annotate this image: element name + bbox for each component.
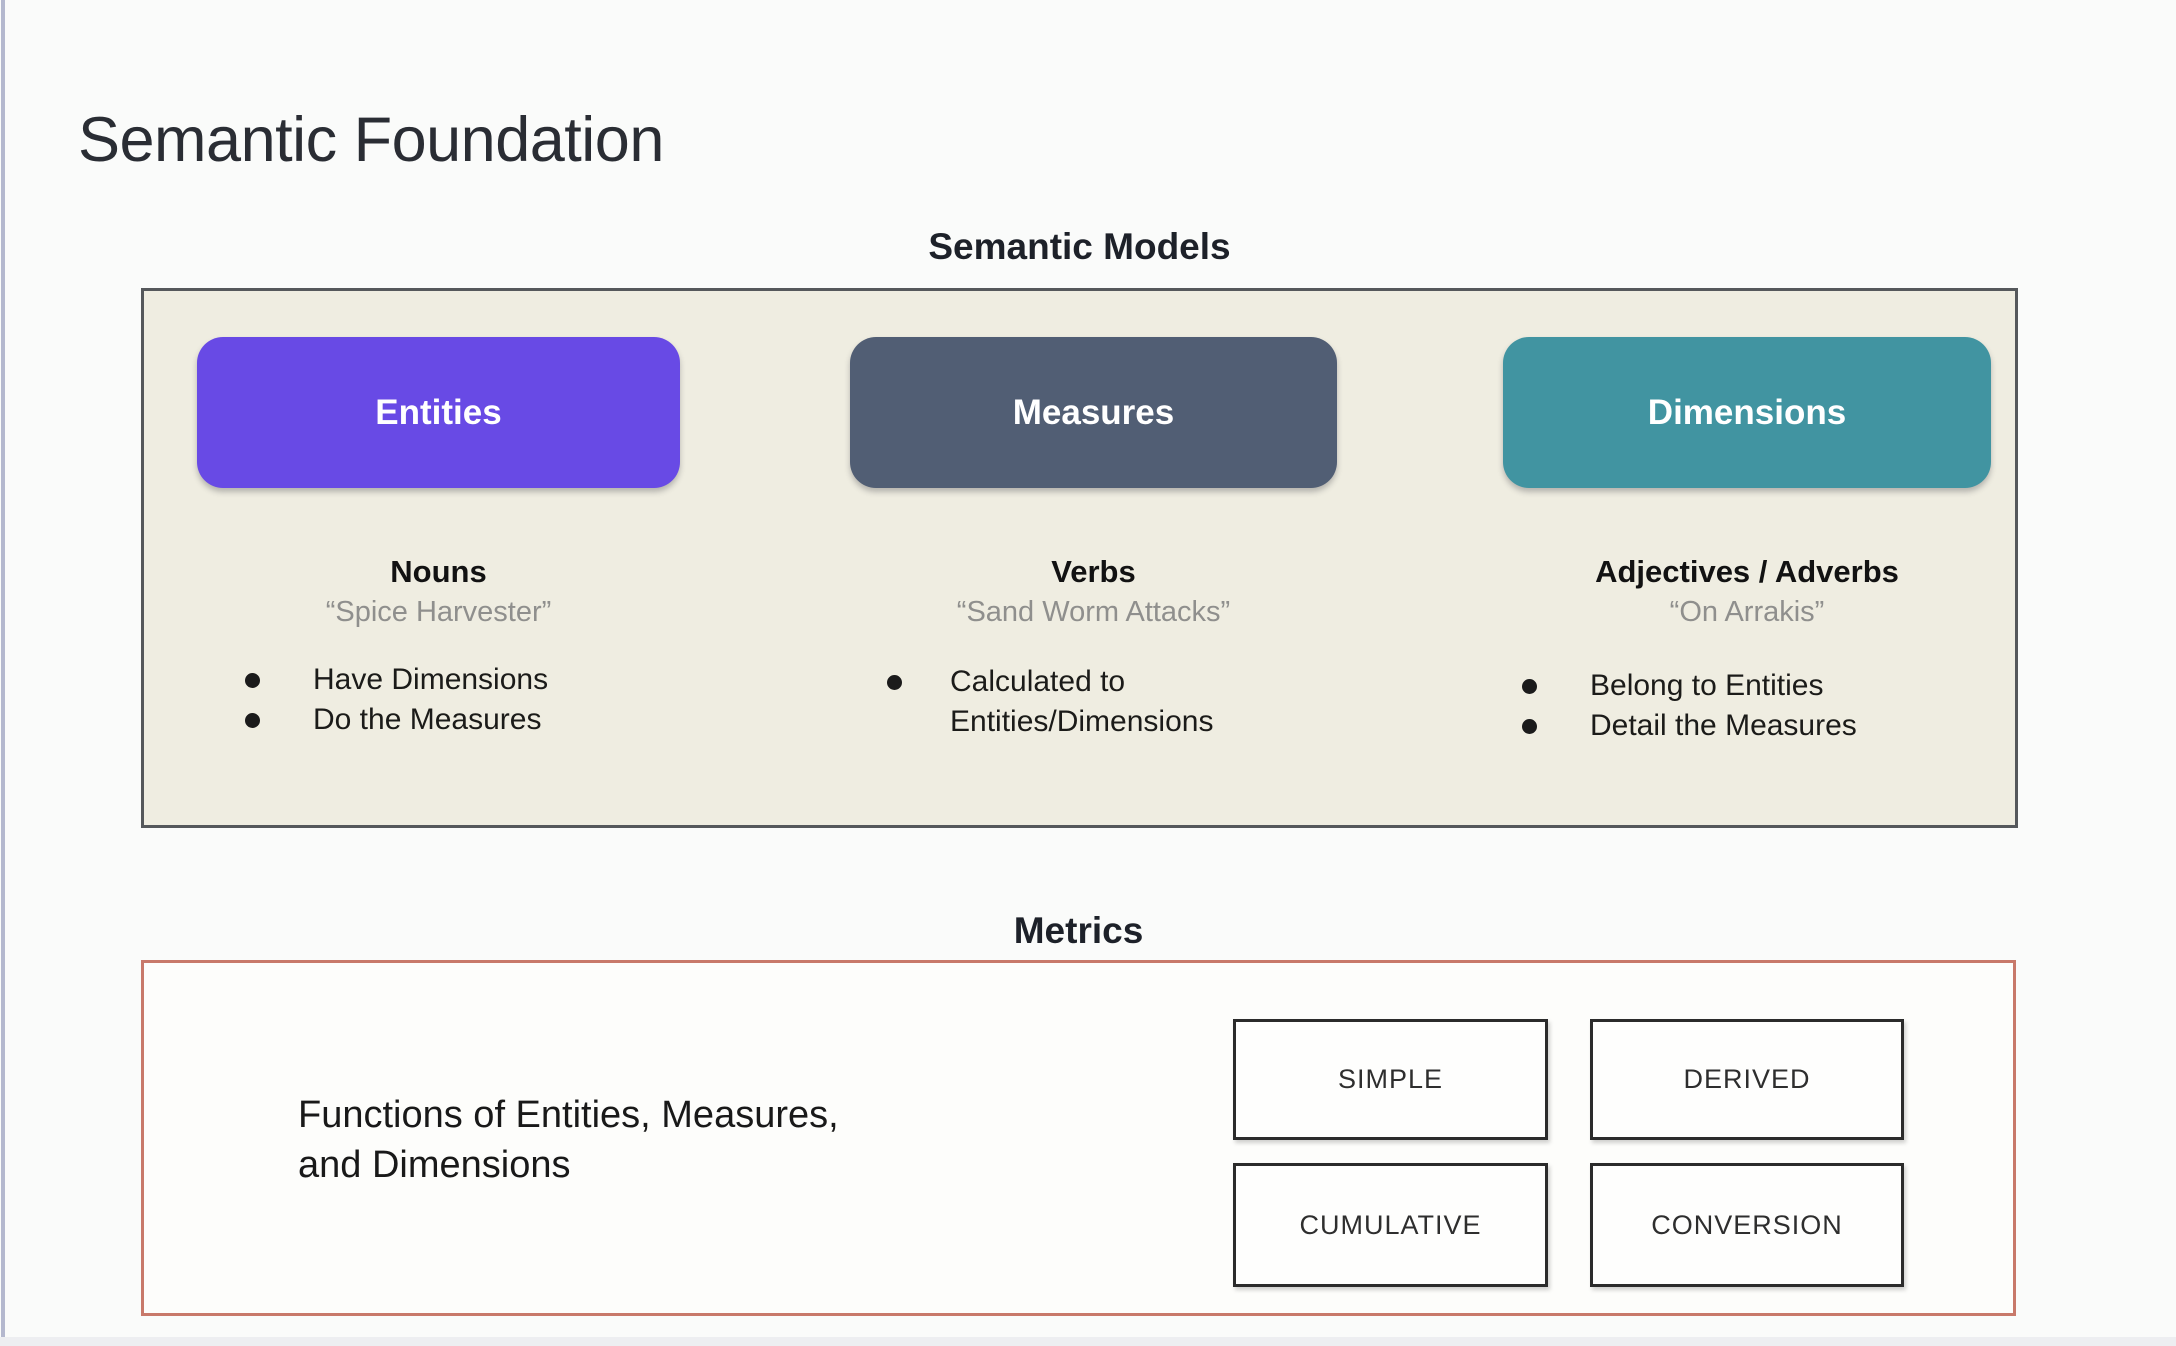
semantic-models-heading: Semantic Models bbox=[928, 226, 1231, 267]
measures-role: Verbs bbox=[1051, 554, 1136, 589]
dimensions-bullet-list: Belong to Entities Detail the Measures bbox=[1520, 666, 1857, 746]
metrics-description-line2: and Dimensions bbox=[298, 1144, 571, 1186]
bullet-item: Do the Measures bbox=[243, 700, 548, 740]
entities-role: Nouns bbox=[390, 554, 487, 589]
bullet-item: Have Dimensions bbox=[243, 660, 548, 700]
dimensions-description: Adjectives / Adverbs “On Arrakis” bbox=[1503, 554, 1991, 629]
measures-description: Verbs “Sand Worm Attacks” bbox=[850, 554, 1337, 629]
metrics-description-line1: Functions of Entities, Measures, bbox=[298, 1094, 839, 1136]
measures-pill: Measures bbox=[850, 337, 1337, 488]
page-title: Semantic Foundation bbox=[78, 105, 664, 176]
metric-type-simple-label: SIMPLE bbox=[1337, 1064, 1444, 1094]
entities-description: Nouns “Spice Harvester” bbox=[197, 554, 680, 629]
slide-left-edge bbox=[1, 0, 5, 1346]
measures-pill-label: Measures bbox=[1012, 392, 1175, 432]
metric-type-cumulative: CUMULATIVE bbox=[1233, 1163, 1548, 1287]
metrics-heading: Metrics bbox=[1013, 910, 1144, 951]
metrics-description: Functions of Entities, Measures, and Dim… bbox=[298, 1090, 839, 1190]
metric-type-derived-label: DERIVED bbox=[1683, 1064, 1811, 1094]
dimensions-role: Adjectives / Adverbs bbox=[1595, 554, 1899, 589]
entities-example: “Spice Harvester” bbox=[325, 595, 552, 628]
entities-bullet-list: Have Dimensions Do the Measures bbox=[243, 660, 548, 740]
metric-type-conversion: CONVERSION bbox=[1590, 1163, 1904, 1287]
slide-bottom-strip bbox=[0, 1337, 2176, 1346]
dimensions-pill: Dimensions bbox=[1503, 337, 1991, 488]
dimensions-example: “On Arrakis” bbox=[1669, 595, 1825, 628]
bullet-item: Belong to Entities bbox=[1520, 666, 1857, 706]
metric-type-cumulative-label: CUMULATIVE bbox=[1299, 1209, 1482, 1240]
bullet-item: Detail the Measures bbox=[1520, 706, 1857, 746]
entities-pill-label: Entities bbox=[375, 392, 502, 432]
dimensions-pill-label: Dimensions bbox=[1647, 392, 1847, 432]
metric-type-derived: DERIVED bbox=[1590, 1019, 1904, 1140]
measures-bullet-list: Calculated to Entities/Dimensions bbox=[885, 662, 1270, 742]
bullet-item: Calculated to Entities/Dimensions bbox=[885, 662, 1270, 742]
metric-type-simple: SIMPLE bbox=[1233, 1019, 1548, 1140]
metric-type-conversion-label: CONVERSION bbox=[1651, 1209, 1843, 1240]
entities-pill: Entities bbox=[197, 337, 680, 488]
measures-example: “Sand Worm Attacks” bbox=[956, 595, 1231, 628]
